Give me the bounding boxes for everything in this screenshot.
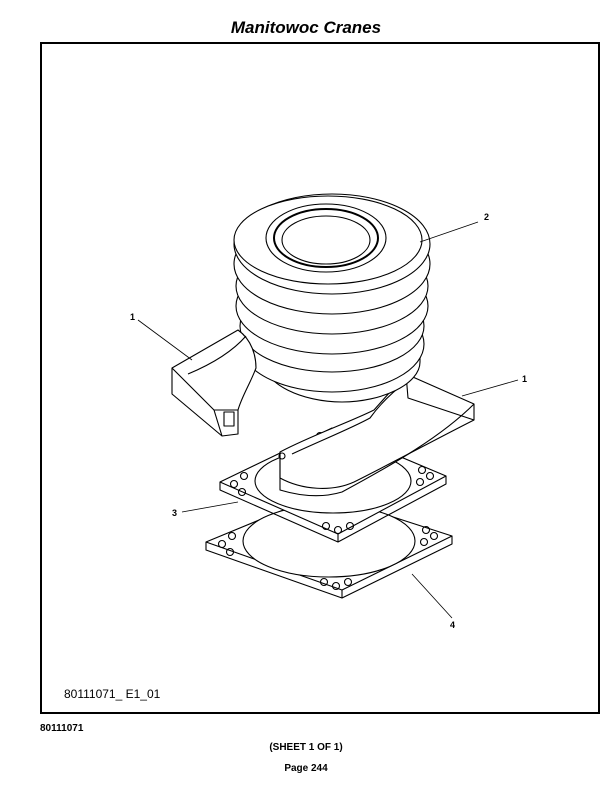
part-2-bellows (233, 193, 431, 403)
part-4-flange (205, 493, 453, 599)
drawing-frame: 1 2 1 3 4 80111071_ E1_01 (40, 42, 600, 714)
callout-4: 4 (450, 620, 455, 630)
exploded-view-drawing: 1 2 1 3 4 (130, 193, 527, 630)
document-number: 80111071 (40, 723, 84, 734)
leader-lines (137, 221, 519, 619)
part-1-clamp-left (171, 329, 257, 437)
callout-1-right: 1 (522, 374, 527, 384)
callout-3: 3 (172, 508, 177, 518)
callout-2: 2 (484, 212, 489, 222)
drawing-id-label: 80111071_ E1_01 (64, 687, 161, 701)
page-number: Page 244 (284, 763, 328, 774)
header-title: Manitowoc Cranes (230, 18, 382, 37)
sheet-indicator: (SHEET 1 OF 1) (269, 742, 343, 753)
callout-1-left: 1 (130, 312, 135, 322)
